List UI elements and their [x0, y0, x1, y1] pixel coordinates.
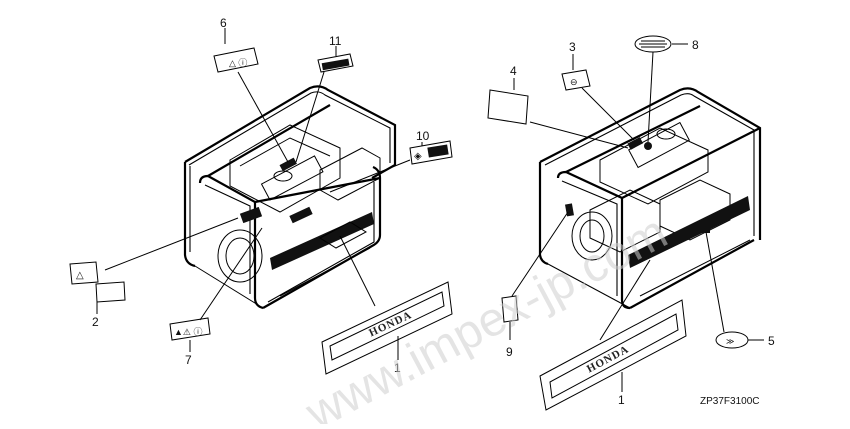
sticker-6-shape [213, 47, 259, 73]
callout-7: 7 [185, 353, 192, 367]
right-callouts: 4 3 8 9 5 1 [506, 38, 775, 407]
callout-5: 5 [768, 334, 775, 348]
callout-6: 6 [220, 16, 227, 30]
callout-8: 8 [692, 38, 699, 52]
callout-11: 11 [329, 34, 342, 48]
callout-1-left: 1 [394, 361, 401, 375]
callout-9: 9 [506, 345, 513, 359]
sticker-3-shape [561, 69, 591, 91]
sticker-2b-shape [95, 281, 126, 303]
sticker-10-glyph: ◈ [414, 151, 422, 162]
left-stickers: △ ⓘ ◈ △ ▲⚠ ⓘ HONDA [69, 47, 453, 375]
callout-10: 10 [416, 129, 430, 143]
sticker-2-glyph: △ [76, 270, 84, 281]
sticker-7-glyph: ▲⚠ ⓘ [174, 327, 202, 337]
brand-label-right [539, 299, 687, 411]
left-generator [183, 85, 397, 310]
callout-2: 2 [92, 315, 99, 329]
figure-code: ZP37F3100C [700, 396, 759, 407]
sticker-2a-shape [69, 261, 99, 285]
right-leaders [509, 43, 764, 392]
right-generator [538, 87, 762, 310]
left-callouts: 6 11 10 2 7 1 [92, 16, 430, 375]
callout-1-right: 1 [618, 393, 625, 407]
left-leaders [96, 28, 423, 360]
sticker-6-glyph: △ ⓘ [229, 58, 247, 68]
sticker-7-shape [169, 317, 211, 341]
sticker-5-glyph: ≫ [726, 337, 734, 346]
callout-3: 3 [569, 40, 576, 54]
callout-4: 4 [510, 64, 517, 78]
sticker-9-shape [501, 295, 519, 323]
sticker-4-shape [487, 89, 529, 125]
sticker-3-glyph: ⊖ [570, 77, 578, 87]
brand-label-left [321, 281, 453, 375]
